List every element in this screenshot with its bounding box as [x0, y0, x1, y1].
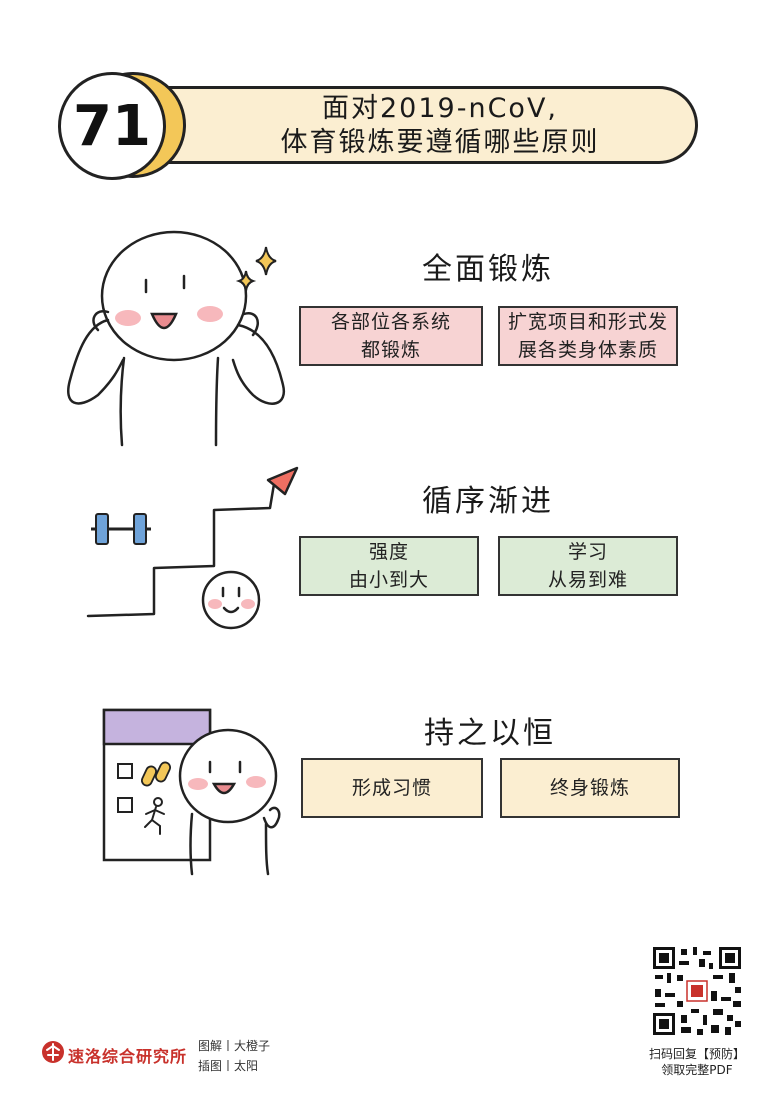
box-all-body-systems: 各部位各系统 都锻炼 [299, 306, 483, 366]
qr-caption-line2: 领取完整PDF [661, 1063, 733, 1077]
title-line-2: 体育锻炼要遵循哪些原则 [280, 127, 600, 158]
box-form-habit: 形成习惯 [301, 758, 483, 818]
pill-icon [140, 761, 172, 787]
box-learning: 学习 从易到难 [498, 536, 678, 596]
running-person-icon [144, 797, 165, 835]
box-line: 都锻炼 [360, 339, 421, 361]
box-lifelong-exercise: 终身锻炼 [500, 758, 680, 818]
title-line-1: 面对2019-nCoV, [322, 93, 558, 124]
box-line: 学习 [567, 541, 608, 563]
org-logo-icon [42, 1041, 64, 1063]
box-line: 各部位各系统 [330, 311, 451, 333]
box-intensity: 强度 由小到大 [299, 536, 479, 596]
box-line: 形成习惯 [351, 777, 432, 799]
qr-caption-line1: 扫码回复【预防】 [648, 1047, 745, 1061]
section-title-comprehensive: 全面锻炼 [422, 252, 554, 287]
number-badge: 71 [58, 72, 166, 180]
section-title-gradual: 循序渐进 [422, 484, 554, 519]
flexing-character-illustration [67, 230, 286, 447]
box-broaden-exercise-types: 扩宽项目和形式发 展各类身体素质 [498, 306, 678, 366]
credit-diagram: 图解丨大橙子 [198, 1039, 271, 1053]
box-line: 展各类身体素质 [517, 339, 658, 361]
qr-code[interactable] [651, 945, 743, 1037]
schedule-character-illustration [102, 708, 281, 876]
dumbbell-icon [91, 513, 151, 545]
page-title: 面对2019-nCoV, 体育锻炼要遵循哪些原则 [180, 88, 700, 164]
box-line: 扩宽项目和形式发 [507, 311, 668, 333]
section-title-persistence: 持之以恒 [424, 716, 556, 751]
sparkle-icon [235, 246, 277, 292]
org-name: 速洛综合研究所 [68, 1047, 188, 1066]
box-line: 终身锻炼 [549, 777, 630, 799]
credit-illustration: 插图丨太阳 [198, 1059, 259, 1073]
progress-stairs-illustration [86, 466, 299, 630]
box-line: 由小到大 [348, 569, 429, 591]
box-line: 从易到难 [547, 569, 628, 591]
box-line: 强度 [368, 541, 409, 563]
title-banner [150, 86, 698, 164]
